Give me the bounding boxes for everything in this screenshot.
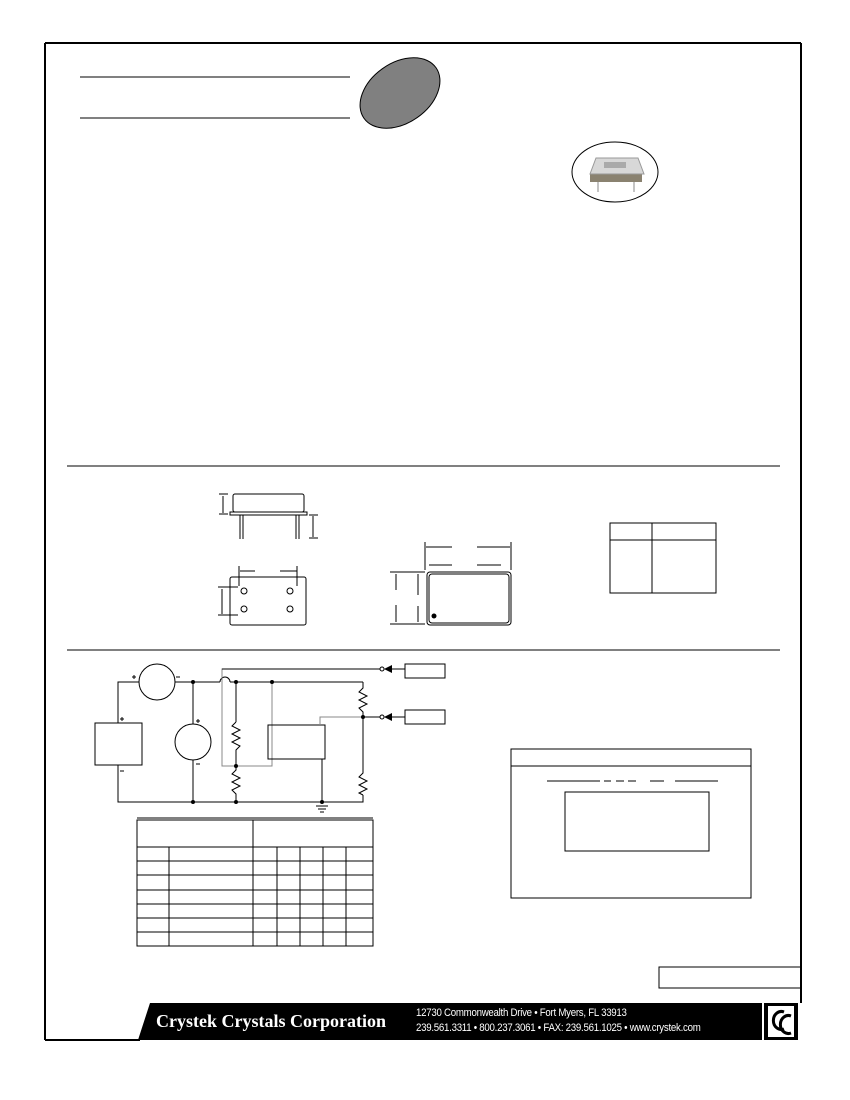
product-photo xyxy=(571,141,659,203)
part-number-guide xyxy=(510,748,752,899)
top-view-drawing xyxy=(390,542,512,626)
side-view-drawing xyxy=(219,493,318,539)
company-logo xyxy=(764,1003,798,1040)
footer-banner xyxy=(138,1003,762,1040)
pin-table xyxy=(609,522,717,594)
spec-table xyxy=(136,819,374,947)
company-contact: 239.561.3311 • 800.237.3061 • FAX: 239.5… xyxy=(416,1022,701,1034)
bottom-view-drawing xyxy=(218,566,307,626)
polarity-marks xyxy=(120,675,200,772)
product-badge xyxy=(359,57,441,129)
page-frame xyxy=(44,42,802,1041)
company-address: 12730 Commonwealth Drive • Fort Myers, F… xyxy=(416,1007,627,1019)
document-number-box xyxy=(658,966,802,989)
company-name: Crystek Crystals Corporation xyxy=(156,1011,386,1031)
test-circuit-diagram xyxy=(94,663,446,813)
